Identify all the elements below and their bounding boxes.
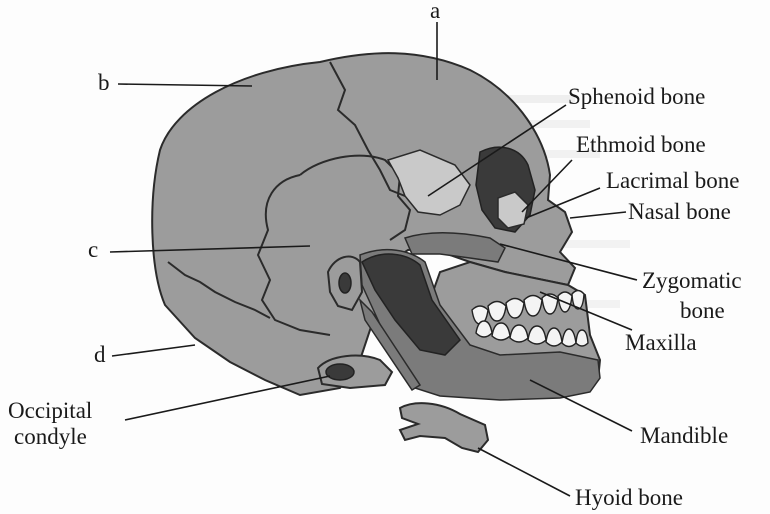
label-zygomatic-line2: bone — [680, 298, 725, 323]
label-nasal-bone: Nasal bone — [628, 199, 731, 224]
label-maxilla: Maxilla — [625, 330, 697, 355]
label-sphenoid-bone: Sphenoid bone — [568, 84, 705, 109]
label-b: b — [98, 70, 110, 95]
auditory-meatus — [339, 273, 351, 293]
label-lacrimal-bone: Lacrimal bone — [606, 168, 739, 193]
label-zygomatic-line1: Zygomatic — [642, 268, 742, 293]
label-a: a — [430, 0, 440, 23]
hyoid-bone-shape — [400, 403, 488, 452]
label-mandible: Mandible — [640, 423, 728, 448]
label-ethmoid-bone: Ethmoid bone — [576, 132, 706, 157]
label-occipital-line2: condyle — [14, 424, 87, 449]
label-d: d — [94, 342, 106, 367]
label-occipital-line1: Occipital — [8, 398, 92, 423]
label-hyoid-bone: Hyoid bone — [575, 485, 683, 510]
occipital-condyle — [326, 364, 354, 380]
label-c: c — [88, 237, 98, 262]
